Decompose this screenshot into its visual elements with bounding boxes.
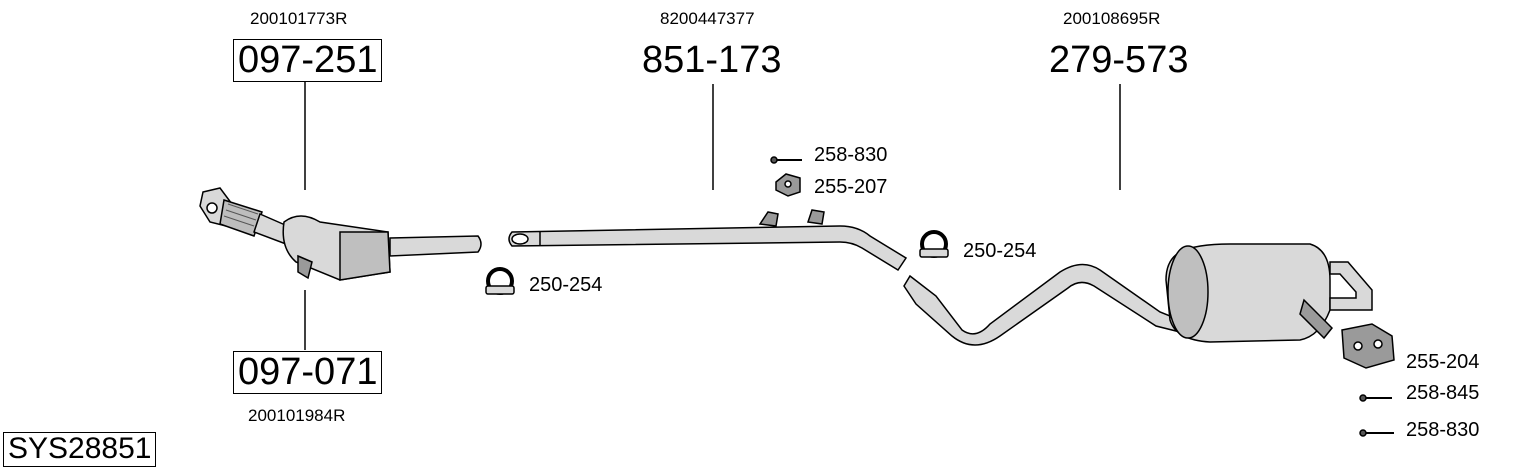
oe-number-mid-pipe: 8200447377 xyxy=(660,9,755,28)
label-250-254-right[interactable]: 250-254 xyxy=(963,240,1037,262)
mid-pipe-part xyxy=(508,209,908,272)
bolt-258-830-top-icon xyxy=(770,156,802,164)
part-number-097-251[interactable]: 097-251 xyxy=(233,39,383,82)
label-258-830-rear[interactable]: 258-830 xyxy=(1406,419,1480,441)
clamp-250-254-right-icon xyxy=(919,230,949,258)
label-255-204[interactable]: 255-204 xyxy=(1406,351,1480,373)
bolt-258-830-rear-icon xyxy=(1359,429,1394,437)
front-catalyst-part xyxy=(199,187,482,281)
part-number-279-573[interactable]: 279-573 xyxy=(1049,39,1189,81)
oe-number-cat-front: 200101773R xyxy=(250,9,348,28)
clamp-250-254-left-icon xyxy=(485,267,515,295)
rubber-mount-255-207-icon xyxy=(775,173,801,197)
system-code: SYS28851 xyxy=(3,432,157,467)
bolt-258-845-icon xyxy=(1359,394,1392,402)
label-258-830-top[interactable]: 258-830 xyxy=(814,144,888,166)
part-number-097-071[interactable]: 097-071 xyxy=(233,351,383,394)
label-255-207[interactable]: 255-207 xyxy=(814,176,888,198)
oe-number-rear-box: 200108695R xyxy=(1063,9,1161,28)
part-number-851-173[interactable]: 851-173 xyxy=(642,39,782,81)
label-250-254-left[interactable]: 250-254 xyxy=(529,274,603,296)
oe-number-cat-rear: 200101984R xyxy=(248,406,346,425)
rear-muffler-part xyxy=(903,243,1373,346)
rubber-mount-255-204-icon xyxy=(1341,323,1395,369)
label-258-845[interactable]: 258-845 xyxy=(1406,382,1480,404)
